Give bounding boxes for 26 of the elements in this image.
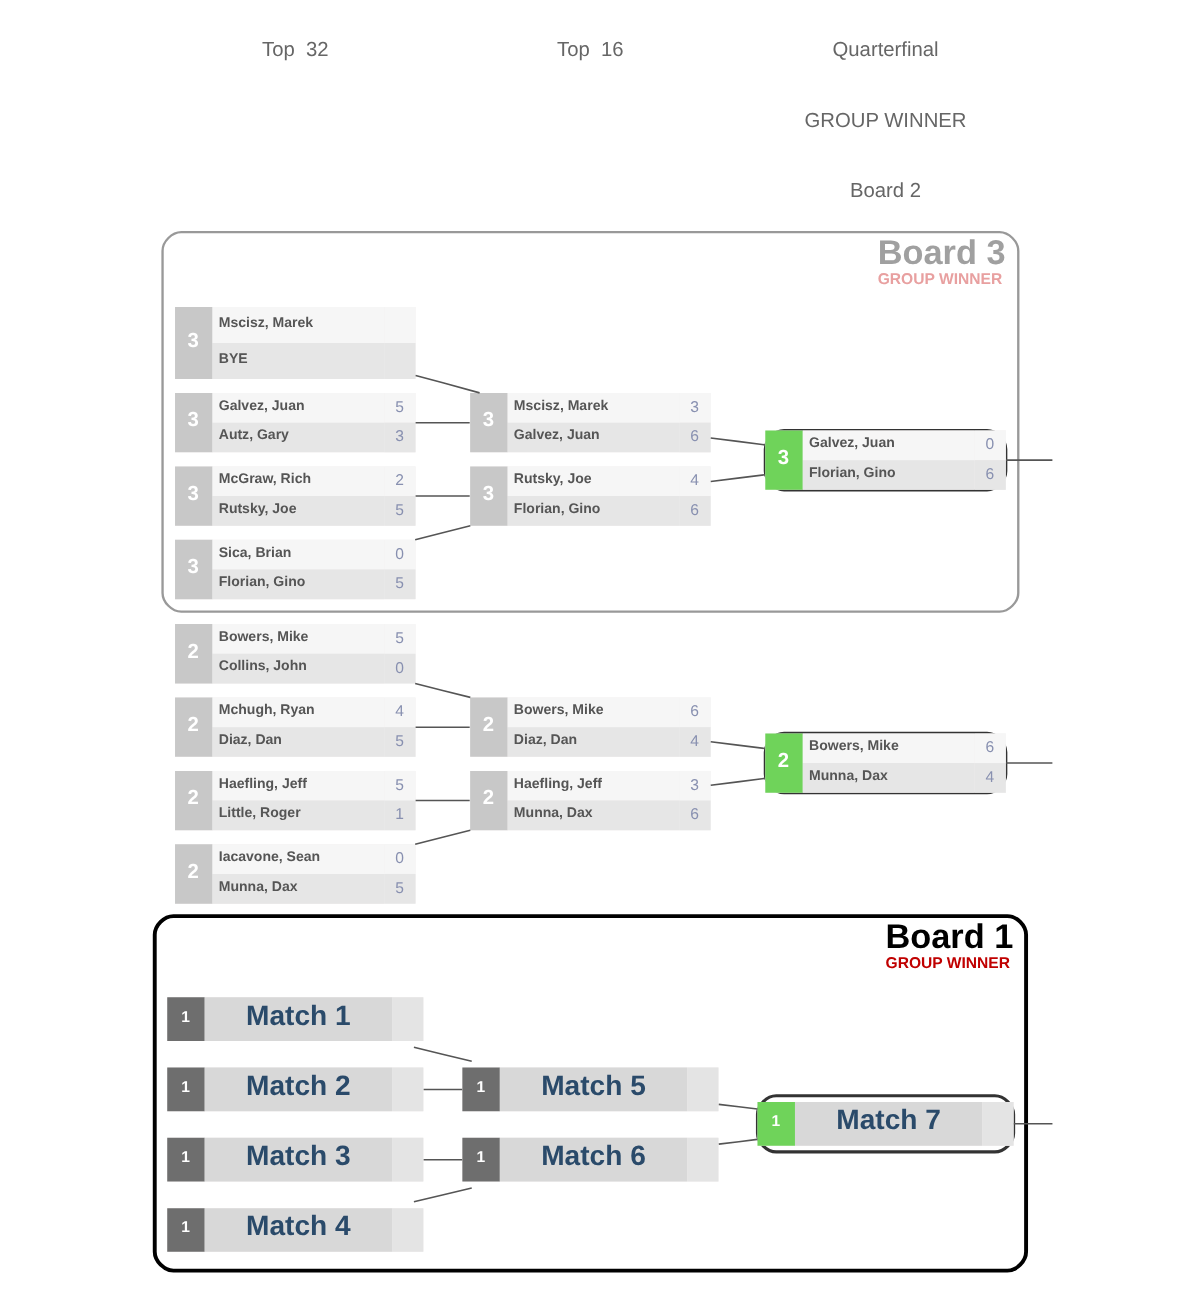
label: Quarterfinal [832, 40, 939, 63]
connector [1005, 459, 1054, 461]
connector [422, 1088, 463, 1091]
connector [718, 1103, 759, 1110]
connector [1013, 1123, 1054, 1125]
connector [414, 829, 472, 845]
connector [414, 525, 472, 541]
connector [1005, 762, 1054, 764]
connector [709, 474, 766, 483]
connector [413, 1187, 473, 1203]
connector [414, 374, 481, 394]
connector [414, 682, 472, 699]
connector [709, 437, 766, 446]
connector [414, 799, 471, 802]
connector [422, 1158, 463, 1161]
label: Board 2 [850, 180, 922, 203]
connector [414, 495, 471, 497]
label: GROUP WINNER [804, 110, 967, 133]
label: Top 32 [262, 40, 329, 63]
connector [709, 741, 766, 750]
connector [709, 777, 766, 787]
connector [414, 421, 471, 424]
label: Top 16 [557, 40, 624, 63]
connector [413, 1046, 473, 1063]
connector [718, 1138, 759, 1145]
connector [414, 726, 471, 728]
